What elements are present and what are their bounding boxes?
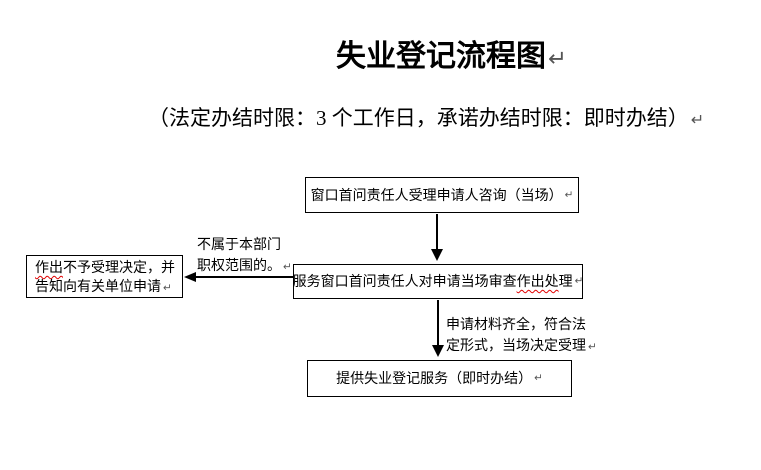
paragraph-mark: ↵ bbox=[574, 275, 584, 287]
flow-box-reject-line2-row: 告知向有关单位申请↵ bbox=[35, 277, 178, 298]
arrow-head bbox=[432, 345, 444, 357]
flow-box-provide: 提供失业登记服务（即时办结）↵ bbox=[307, 360, 572, 397]
flow-box-consult-label: 窗口首问责任人受理申请人咨询（当场） bbox=[310, 186, 563, 203]
arrow-line bbox=[436, 214, 438, 250]
edge-label-accept-line2-row: 定形式，当场决定受理↵ bbox=[446, 335, 597, 358]
flow-box-review-label-end: 理 bbox=[558, 273, 573, 289]
flow-box-reject-line1-misspelled: 作出 bbox=[35, 259, 63, 275]
edge-label-reject-line2-row: 职权范围的。↵ bbox=[197, 255, 292, 278]
paragraph-mark: ↵ bbox=[588, 341, 597, 353]
edge-label-accept-line2: 定形式，当场决定受理 bbox=[446, 337, 586, 353]
page-subtitle-text: （法定办结时限：3 个工作日，承诺办结时限：即时办结） bbox=[148, 106, 689, 130]
flow-box-reject-line2: 告知向有关单位申请 bbox=[35, 278, 161, 294]
edge-label-reject-line2: 职权范围的。 bbox=[197, 257, 281, 273]
flow-box-provide-label: 提供失业登记服务（即时办结） bbox=[336, 370, 533, 386]
flow-box-reject-line1: 作出不予受理决定，并 bbox=[35, 258, 178, 277]
page-subtitle: （法定办结时限：3 个工作日，承诺办结时限：即时办结）↵ bbox=[148, 104, 704, 135]
paragraph-mark: ↵ bbox=[534, 372, 543, 384]
flow-box-reject: 作出不予受理决定，并 告知向有关单位申请↵ bbox=[26, 255, 183, 298]
paragraph-mark: ↵ bbox=[564, 188, 574, 201]
page-title-text: 失业登记流程图 bbox=[336, 40, 546, 73]
edge-label-accept-line1: 申请材料齐全，符合法 bbox=[446, 316, 586, 332]
flow-box-review-label-misspelled: 作出处 bbox=[516, 273, 559, 289]
paragraph-mark: ↵ bbox=[163, 282, 172, 294]
flow-box-review: 服务窗口首问责任人对申请当场审查作出处理↵ bbox=[293, 264, 583, 299]
edge-label-reject-condition: 不属于本部门 职权范围的。↵ bbox=[197, 234, 292, 278]
arrow-line bbox=[195, 276, 293, 278]
page-title: 失业登记流程图↵ bbox=[336, 40, 567, 75]
paragraph-mark: ↵ bbox=[690, 112, 704, 129]
flow-box-reject-line1-rest: 不予受理决定，并 bbox=[63, 259, 175, 275]
paragraph-mark: ↵ bbox=[283, 261, 292, 273]
arrow-line bbox=[437, 300, 439, 346]
arrow-head bbox=[184, 272, 196, 282]
edge-label-reject-line1: 不属于本部门 bbox=[197, 236, 281, 252]
arrow-head bbox=[431, 249, 443, 261]
flow-box-consult: 窗口首问责任人受理申请人咨询（当场）↵ bbox=[305, 177, 579, 213]
edge-label-accept-condition: 申请材料齐全，符合法 定形式，当场决定受理↵ bbox=[446, 314, 597, 358]
flow-box-review-label: 服务窗口首问责任人对申请当场审查 bbox=[292, 273, 517, 289]
paragraph-mark: ↵ bbox=[548, 46, 567, 71]
